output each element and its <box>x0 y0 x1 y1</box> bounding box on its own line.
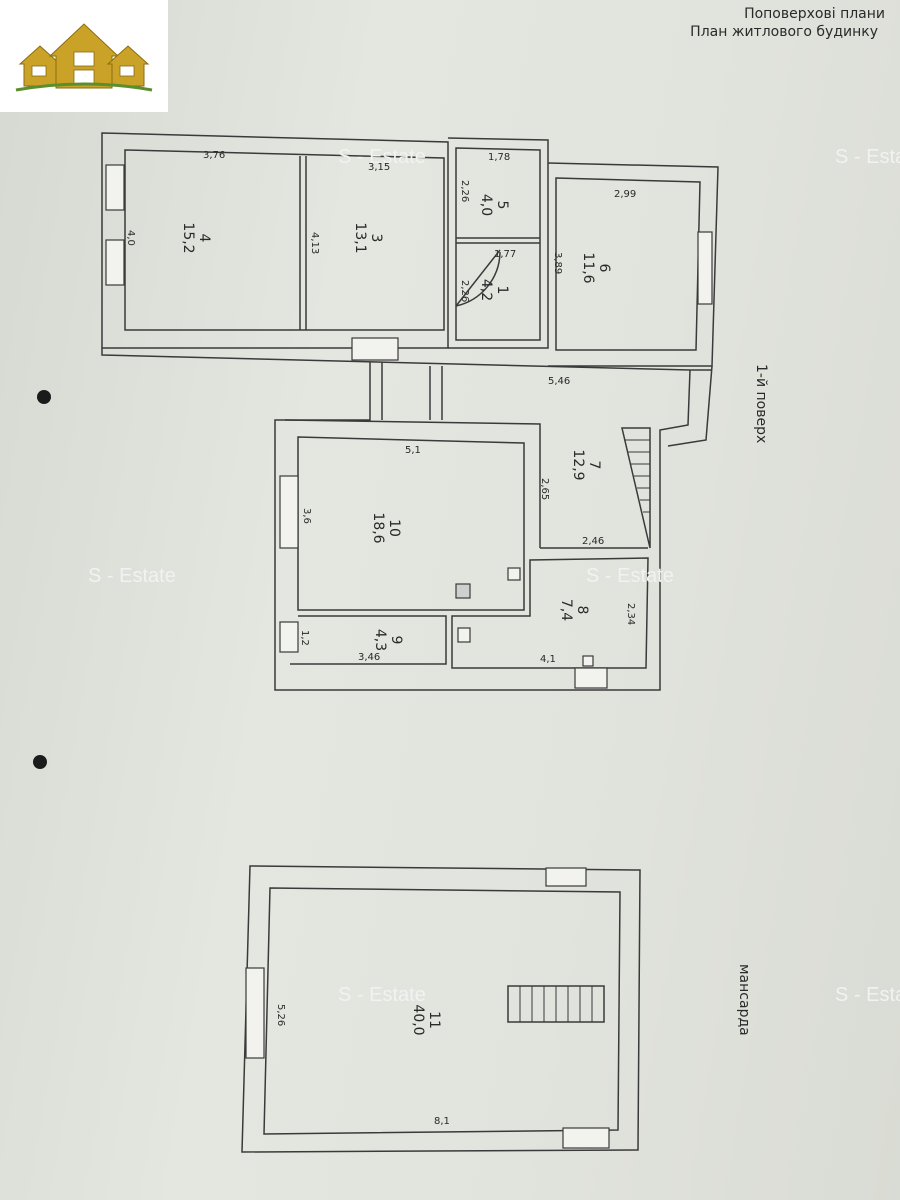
first-floor-title: 1-й поверх <box>753 364 769 443</box>
dim-226b: 2,26 <box>459 280 470 302</box>
dim-81: 8,1 <box>434 1116 450 1127</box>
watermark-1: S - Estate <box>338 146 426 168</box>
watermark-3: S - Estate <box>88 565 176 587</box>
dim-376: 3,76 <box>203 150 225 161</box>
dim-389: 3,89 <box>552 252 563 274</box>
binder-hole-top <box>37 390 51 404</box>
dim-177: 1,77 <box>494 249 516 260</box>
header-line-2: План житлового будинку <box>690 24 878 40</box>
dim-36: 3,6 <box>301 508 312 524</box>
room-1-label: 14,2 <box>478 279 510 301</box>
dim-226: 2,26 <box>459 180 470 202</box>
dimension-labels: 3,76 3,15 1,78 2,99 4,0 4,13 2,26 1,77 2… <box>125 150 636 1127</box>
dim-413: 4,13 <box>309 232 320 254</box>
dim-234: 2,34 <box>625 603 636 625</box>
room-11-label: 1140,0 <box>410 1004 442 1035</box>
dim-315: 3,15 <box>368 162 390 173</box>
room-8-label: 87,4 <box>558 599 590 621</box>
watermark-5: S - Estate <box>338 984 426 1006</box>
binder-hole-bottom <box>33 755 47 769</box>
room-5-label: 54,0 <box>478 194 510 216</box>
first-floor-walls <box>101 132 719 691</box>
watermark-4: S - Estate <box>586 565 674 587</box>
dim-41: 4,1 <box>540 654 556 665</box>
dim-299: 2,99 <box>614 189 636 200</box>
room-4-label: 415,2 <box>180 222 212 253</box>
first-floor-windows <box>105 164 713 689</box>
dim-178: 1,78 <box>488 152 510 163</box>
dim-526: 5,26 <box>275 1004 286 1026</box>
attic-walls <box>241 865 641 1153</box>
watermark-6: S - Estate <box>835 984 900 1006</box>
room-9-label: 94,3 <box>372 629 404 651</box>
dim-546: 5,46 <box>548 376 570 387</box>
watermarks: S - Estate S - Estate S - Estate S - Est… <box>88 146 900 1006</box>
houses-logo-icon <box>15 23 153 92</box>
dim-346: 3,46 <box>358 652 380 663</box>
room-10-label: 1018,6 <box>370 512 402 543</box>
room-labels: 415,2 313,1 54,0 14,2 611,6 712,9 1018,6… <box>180 194 612 1036</box>
room-7-label: 712,9 <box>570 449 602 480</box>
dim-40: 4,0 <box>125 230 136 246</box>
dim-12: 1,2 <box>299 630 310 646</box>
watermark-2: S - Estate <box>835 146 900 168</box>
dim-51: 5,1 <box>405 445 421 456</box>
dim-265: 2,65 <box>539 478 550 500</box>
room-3-label: 313,1 <box>352 222 384 253</box>
company-logo <box>0 0 168 112</box>
header-line-1: Поповерхові плани <box>744 6 885 22</box>
room-6-label: 611,6 <box>580 252 612 283</box>
attic-title: мансарда <box>736 964 752 1036</box>
dim-246: 2,46 <box>582 536 604 547</box>
attic-windows <box>245 867 610 1149</box>
